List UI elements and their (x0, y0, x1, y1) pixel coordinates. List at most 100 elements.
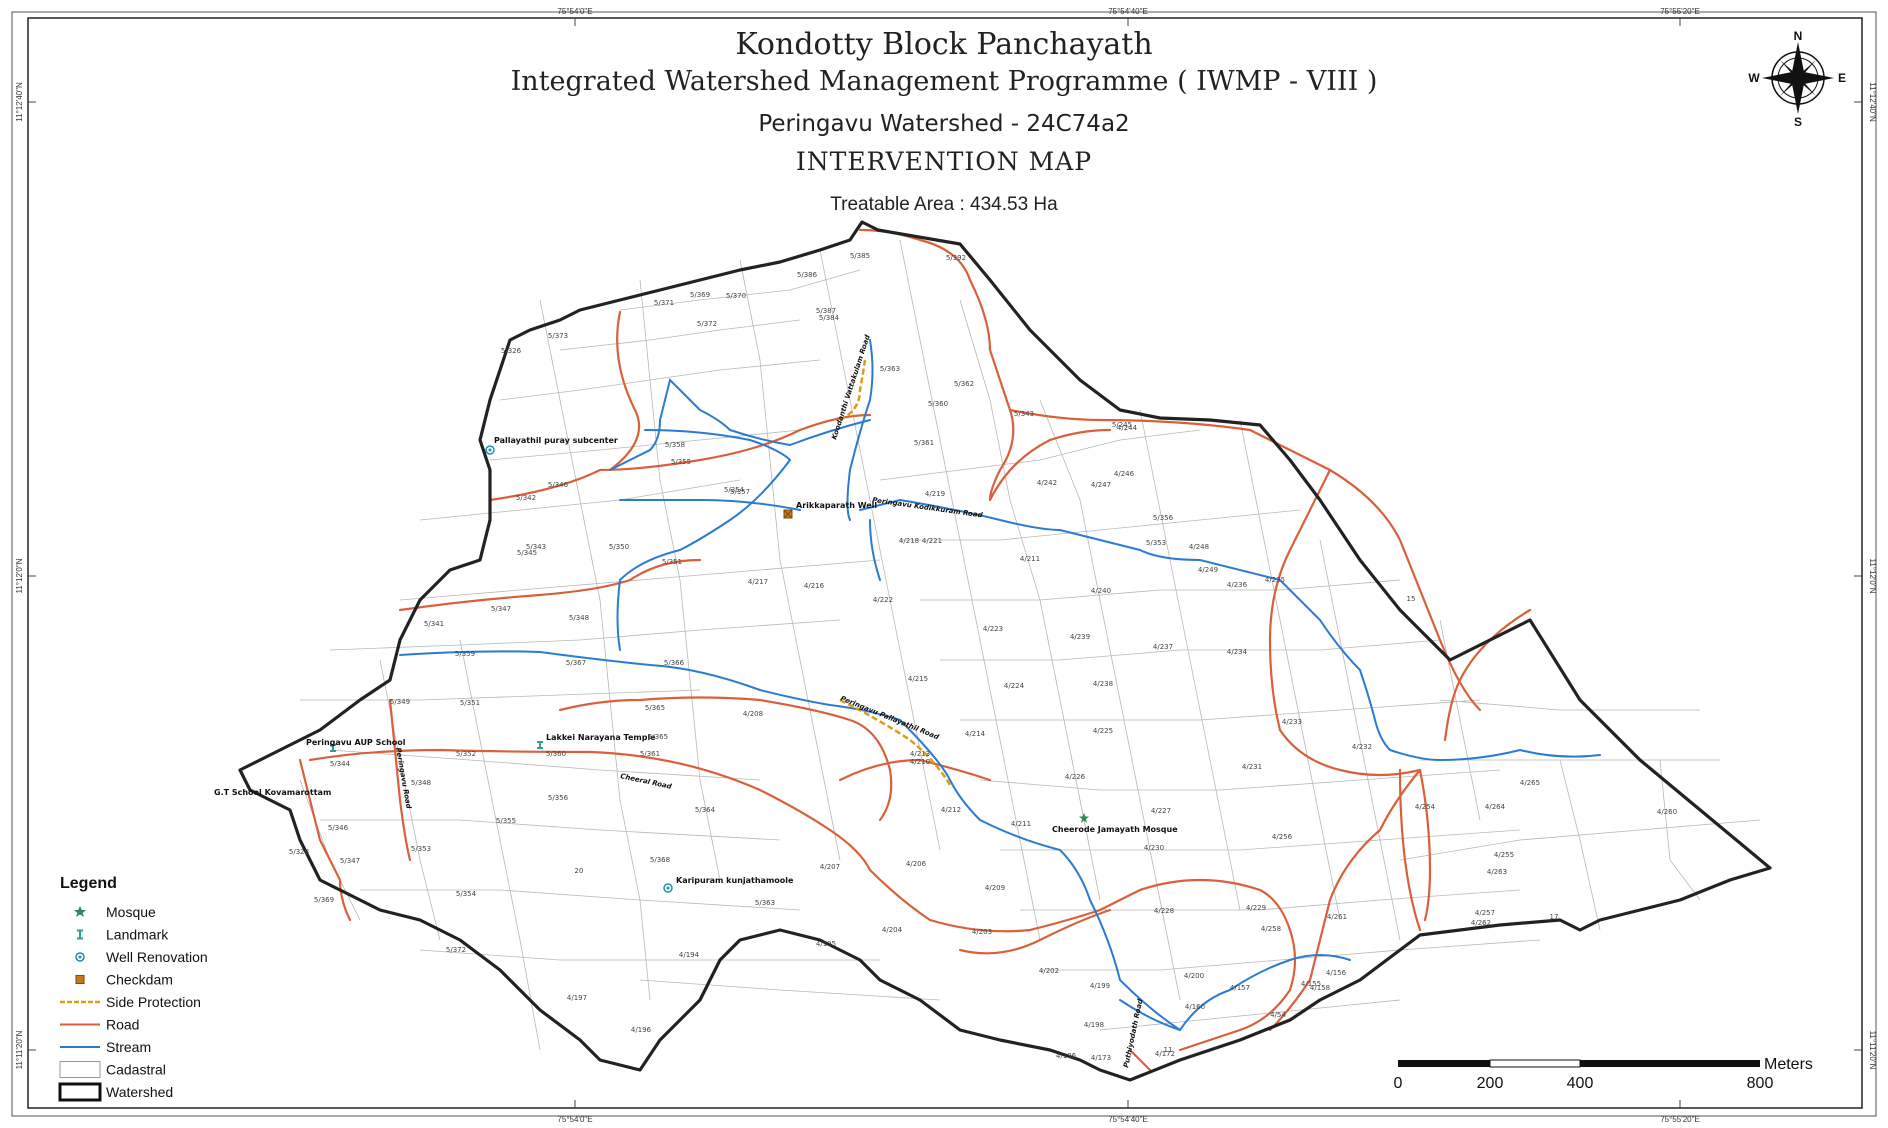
parcel-number: 4/257 (1475, 909, 1495, 917)
parcel-number: 4/54 (1270, 1011, 1286, 1019)
parcel-number: 5/371 (654, 299, 674, 307)
parcel-number: 4/264 (1485, 803, 1506, 811)
legend-label: Cadastral (106, 1062, 166, 1078)
place-label: Arikkaparath Well (796, 501, 877, 510)
legend-label: Watershed (106, 1084, 173, 1100)
legend-symbol-well (75, 952, 85, 962)
parcel-number: 4/206 (906, 860, 927, 868)
parcel-number: 5/372 (697, 320, 717, 328)
legend-label: Landmark (106, 927, 169, 943)
parcel-number: 5/366 (664, 659, 685, 667)
parcel-number: 4/208 (743, 710, 763, 718)
south-label: S (1794, 115, 1802, 129)
parcel-number: 4/258 (1261, 925, 1281, 933)
parcel-number: 4/219 (925, 490, 945, 498)
parcel-number: 5/326 (501, 347, 522, 355)
parcel-number: 4/230 (1144, 844, 1164, 852)
legend-label: Well Renovation (106, 949, 208, 965)
coord-bottom-1: 75°54'0"E (557, 1115, 592, 1124)
legend-item: Checkdam (75, 972, 173, 988)
west-label: W (1748, 71, 1760, 85)
parcel-number: 5/368 (650, 856, 670, 864)
legend-label: Stream (106, 1039, 151, 1055)
legend-symbol-box (59, 1061, 101, 1078)
parcel-number: 5/353 (1146, 539, 1166, 547)
coord-right-2: 11°12'0"N (1868, 559, 1877, 594)
parcel-number: 4/229 (1246, 904, 1266, 912)
parcel-number: 4/265 (1520, 779, 1540, 787)
parcel-number: 4/222 (873, 596, 893, 604)
place-label: G.T School Kovamarottam (214, 788, 331, 797)
parcel-number: 4/203 (972, 928, 992, 936)
coord-left-2: 11°12'0"N (15, 558, 24, 593)
coord-top-2: 75°54'40"E (1108, 7, 1148, 16)
parcel-number: 5/346 (328, 824, 349, 832)
parcel-number: 5/365 (645, 704, 665, 712)
parcel-number: 4/207 (820, 863, 840, 871)
north-arrow-icon: N S E W (1748, 29, 1846, 129)
parcel-number: 4/237 (1153, 643, 1173, 651)
parcel-number: 4/196 (631, 1026, 652, 1034)
parcel-number: 5/342 (516, 494, 536, 502)
stream-network (399, 339, 1601, 1032)
well-marker-2 (663, 883, 673, 893)
parcel-number: 5/351 (662, 558, 682, 566)
parcel-number: 4/210 (910, 758, 930, 766)
parcel-number: 4/231 (1242, 763, 1262, 771)
parcel-number: 5/348 (569, 614, 589, 622)
parcel-number: 4/247 (1091, 481, 1111, 489)
map-inner-frame (27, 17, 1863, 1109)
map-subtitle-programme: Integrated Watershed Management Programm… (511, 66, 1378, 97)
coord-bottom-3: 75°55'20"E (1660, 1115, 1700, 1124)
scale-unit: Meters (1764, 1056, 1813, 1073)
parcel-number: 4/204 (882, 926, 903, 934)
parcel-number: 5/385 (850, 252, 870, 260)
legend-item: Road (60, 1017, 139, 1033)
scale-tick-200: 200 (1477, 1075, 1504, 1092)
map-outer-frame (11, 11, 1877, 1117)
parcel-number: 5/355 (496, 817, 516, 825)
legend-symbol-boxbold (58, 1082, 102, 1102)
legend-item: Well Renovation (75, 949, 208, 965)
legend-item: Mosque (74, 904, 156, 920)
north-label: N (1794, 29, 1803, 43)
parcel-number: 5/356 (548, 794, 569, 802)
parcel-number: 4/198 (1084, 1021, 1104, 1029)
legend-item: Cadastral (59, 1061, 166, 1078)
east-label: E (1838, 71, 1846, 85)
parcel-number: 5/392 (946, 254, 966, 262)
parcel-number: 4/211 (1020, 555, 1040, 563)
coord-right-3: 11°11'20"N (1868, 1031, 1877, 1070)
parcel-number: 4/173 (1091, 1054, 1111, 1062)
parcel-number: 4/218 (899, 537, 919, 545)
parcel-number: 4/242 (1037, 479, 1057, 487)
legend-label: Side Protection (106, 994, 201, 1010)
legend-symbol-landmark (77, 929, 83, 940)
road-label: Peringavu Pallayathil Road (839, 694, 941, 741)
legend-label: Mosque (106, 904, 156, 920)
parcel-number: 5/245 (1112, 421, 1132, 429)
legend-item: Side Protection (60, 994, 201, 1010)
coord-bottom-2: 75°54'40"E (1108, 1115, 1148, 1124)
coord-left-3: 11°11'20"N (15, 1030, 24, 1069)
parcel-number: 5/387 (816, 307, 836, 315)
parcel-number: 5/361 (914, 439, 934, 447)
parcel-number: 4/225 (1093, 727, 1113, 735)
legend-item: Stream (60, 1039, 151, 1055)
parcel-number: 15 (1407, 595, 1416, 603)
parcel-number: 4/194 (679, 951, 700, 959)
parcel-number: 4/213 (910, 750, 930, 758)
coordinate-ticks (28, 18, 1862, 1108)
road-label: Peringavu Kodikkuram Road (872, 496, 984, 520)
parcel-number: 4/239 (1070, 633, 1090, 641)
coord-left-1: 11°12'40"N (15, 82, 24, 122)
parcel-number: 4/261 (1327, 913, 1347, 921)
parcel-number: 5/367 (566, 659, 586, 667)
parcel-number: 4/221 (922, 537, 942, 545)
parcel-number: 4/226 (1065, 773, 1086, 781)
scale-tick-400: 400 (1567, 1075, 1594, 1092)
parcel-number: 5/362 (954, 380, 974, 388)
parcel-number: 4/202 (1039, 967, 1059, 975)
